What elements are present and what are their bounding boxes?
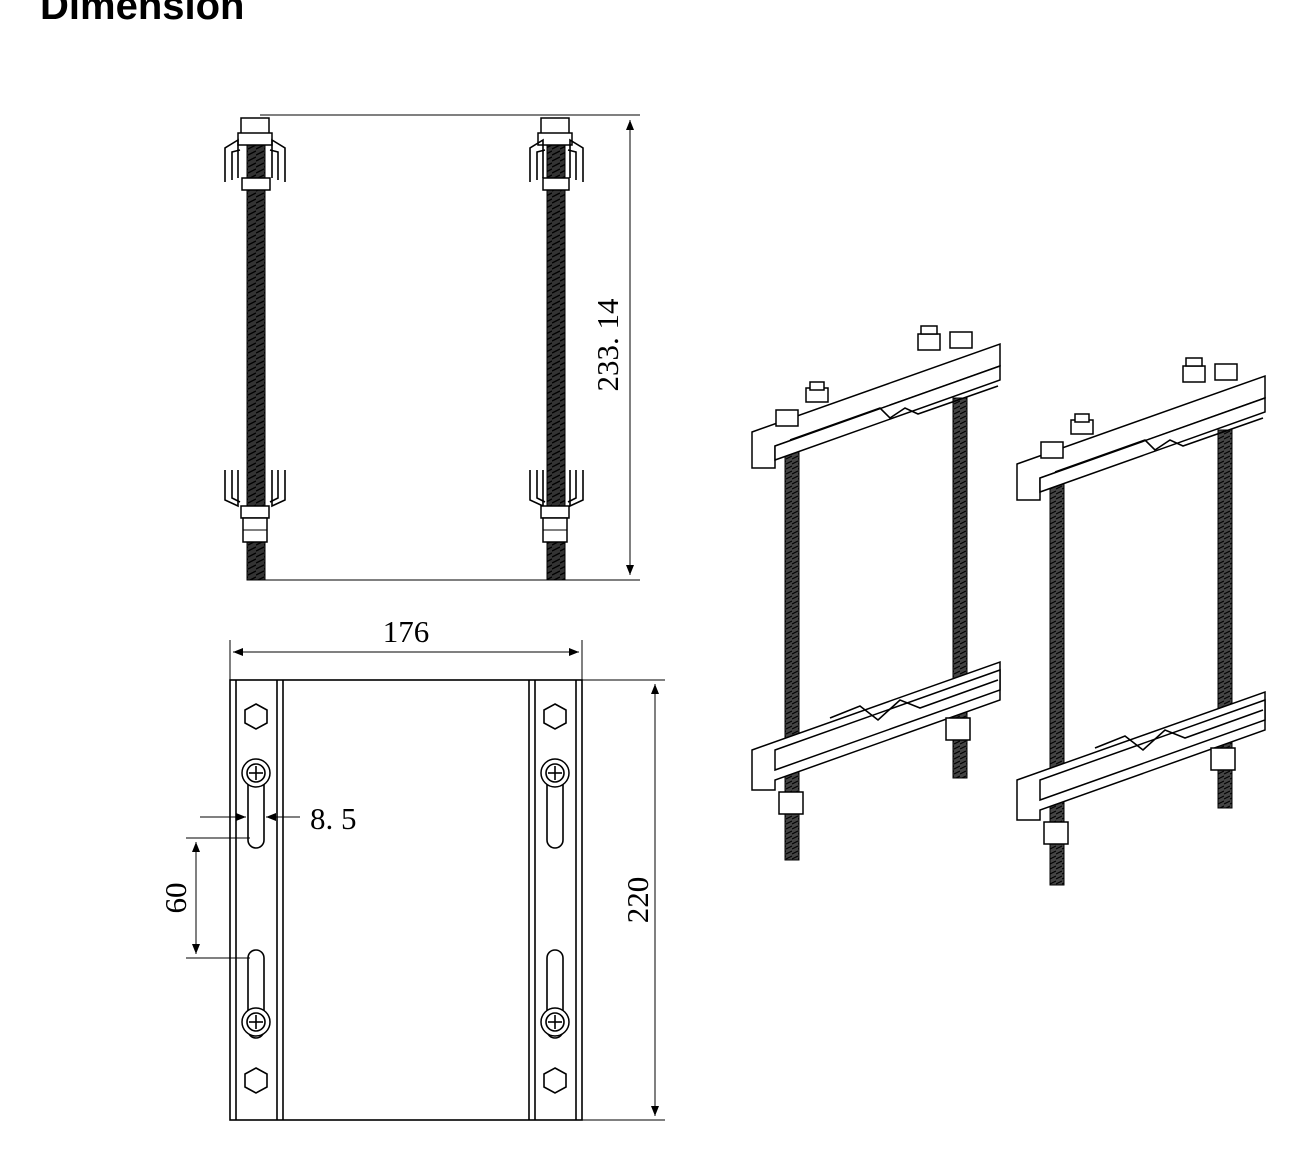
dimension-label-width: 176 [383,614,430,649]
hex-bolt-icon [244,703,268,730]
front-channel-right [528,680,577,1120]
iso-bracket-1 [751,325,1001,861]
dimension-label-height-front: 220 [620,877,655,924]
dimension-label-height-side: 233. 14 [590,298,625,392]
front-channel-left [235,680,284,1120]
dimension-label-slot-width: 8. 5 [310,801,357,836]
hex-bolt-icon [543,703,567,730]
isometric-view [751,325,1266,886]
side-bolt-left [224,117,286,581]
screw-icon [241,758,271,788]
hex-bolt-icon [244,1067,268,1094]
dimension-label-slot-spacing: 60 [158,883,193,914]
side-bolt-right [529,117,584,581]
iso-bracket-2 [1016,357,1266,886]
hex-bolt-icon [543,1067,567,1094]
screw-icon [241,1007,271,1037]
front-view: 176 220 [158,614,665,1121]
side-view: 233. 14 [224,114,640,581]
screw-icon [540,758,570,788]
screw-icon [540,1007,570,1037]
page-title: Dimension [40,0,245,28]
